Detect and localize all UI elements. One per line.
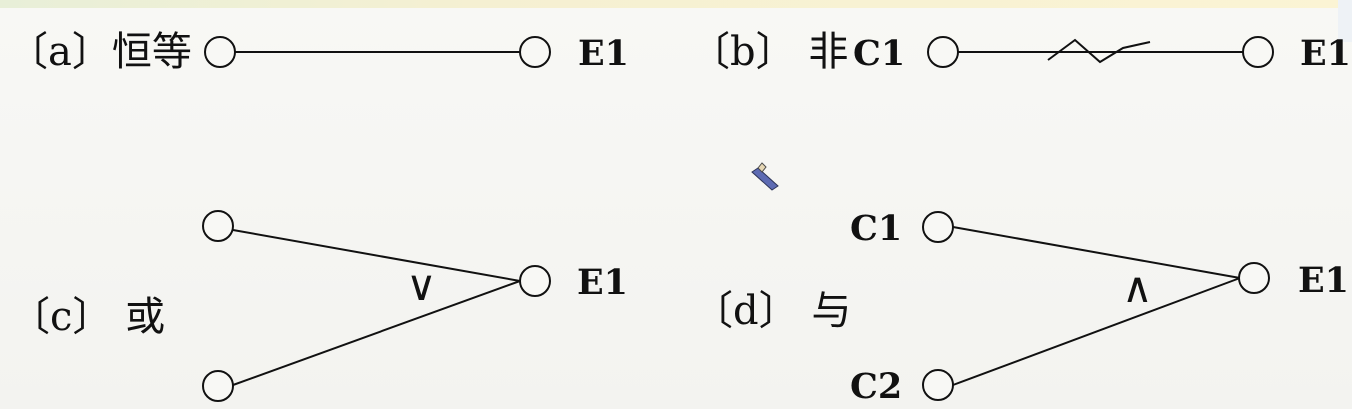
label-not: 〔b〕 非 bbox=[690, 29, 848, 75]
or-symbol: ∨ bbox=[406, 261, 437, 310]
not-input-label: C1 bbox=[853, 33, 905, 74]
label-identity: 〔a〕恒等 bbox=[8, 29, 192, 75]
identity-output-label: E1 bbox=[578, 33, 629, 74]
and-output-node bbox=[1238, 262, 1270, 294]
and-symbol: ∧ bbox=[1122, 263, 1153, 312]
and-bottom-input-node bbox=[922, 369, 954, 401]
identity-output-node bbox=[519, 36, 551, 68]
and-output-label: E1 bbox=[1298, 260, 1349, 301]
and-top-link bbox=[952, 226, 1241, 279]
or-output-label: E1 bbox=[577, 262, 628, 303]
or-bottom-input-node bbox=[202, 370, 234, 402]
and-bottom-input-label: C2 bbox=[850, 366, 902, 407]
not-inhibitor-mark bbox=[1047, 38, 1151, 64]
right-edge-panel bbox=[1338, 0, 1352, 42]
not-output-node bbox=[1242, 36, 1274, 68]
not-input-node bbox=[927, 36, 959, 68]
pen-cursor-icon bbox=[751, 162, 779, 191]
label-and: 〔d〕 与 bbox=[693, 288, 851, 334]
top-highlight-strip bbox=[0, 0, 1352, 8]
and-bottom-link bbox=[952, 277, 1241, 386]
label-or: 〔c〕 或 bbox=[10, 294, 165, 340]
or-output-node bbox=[519, 265, 551, 297]
and-top-input-label: C1 bbox=[850, 208, 902, 249]
or-top-link bbox=[232, 229, 521, 282]
identity-input-node bbox=[204, 36, 236, 68]
or-bottom-link bbox=[232, 280, 521, 386]
not-output-label: E1 bbox=[1300, 33, 1351, 74]
and-top-input-node bbox=[922, 211, 954, 243]
or-top-input-node bbox=[202, 210, 234, 242]
